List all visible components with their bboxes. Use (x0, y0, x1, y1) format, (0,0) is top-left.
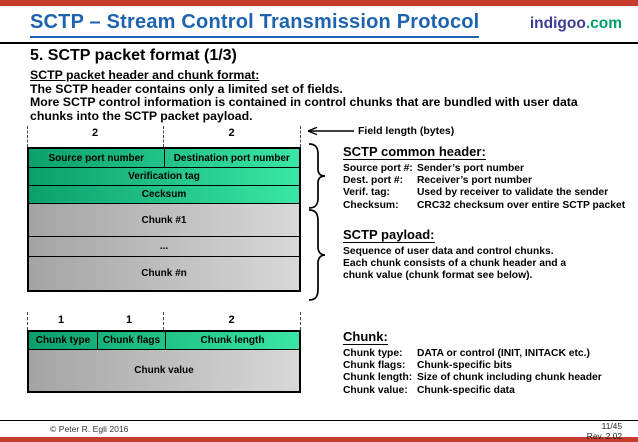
curly-brace-icon (308, 143, 326, 209)
info-label: Chunk value: (343, 384, 408, 396)
info-row: Dest. port #: Receiver’s port number (343, 175, 625, 187)
info-desc: DATA or control (INIT, INITACK etc.) (417, 348, 590, 359)
cell-source-port: Source port number (48, 152, 145, 164)
cell-chunk-1: Chunk #1 (141, 214, 187, 226)
dashed-guide (163, 126, 164, 147)
byte-length-label: 2 (228, 127, 235, 139)
top-red-bar (0, 0, 638, 6)
intro-text: SCTP packet header and chunk format: The… (30, 68, 578, 123)
byte-length-label: 1 (125, 314, 133, 326)
info-row: Chunk length: Size of chunk including ch… (343, 372, 602, 384)
payload-title: SCTP payload: (343, 227, 435, 243)
common-header-info: SCTP common header: Source port #: Sende… (343, 143, 625, 212)
info-row: Source port #: Sender’s port number (343, 163, 625, 175)
common-header-title: SCTP common header: (343, 144, 486, 160)
intro-line: chunks into the SCTP packet payload. (30, 108, 253, 123)
info-desc: Size of chunk including chunk header (417, 372, 602, 384)
info-desc: CRC32 checksum over entire SCTP packet (417, 199, 626, 211)
info-label: Verif. tag: (343, 187, 390, 199)
footer-copyright: © Peter R. Egli 2016 (50, 424, 129, 434)
intro-line: More SCTP control information is contain… (30, 95, 578, 109)
cell-chunk-dots: ... (159, 241, 169, 252)
packet-format-diagram: Source port number Destination port numb… (27, 147, 301, 292)
info-row: Checksum: CRC32 checksum over entire SCT… (343, 200, 625, 212)
info-row: Chunk type: DATA or control (INIT, INITA… (343, 348, 602, 360)
dashed-guide (27, 312, 28, 330)
info-desc: Chunk-specific bits (417, 360, 512, 372)
info-row: Chunk value: Chunk-specific data (343, 385, 602, 397)
revision-label: Rev. 2.02 (586, 430, 622, 441)
cell-chunk-type: Chunk type (35, 335, 91, 346)
chunk-info: Chunk: Chunk type: DATA or control (INIT… (343, 328, 602, 397)
info-label: Chunk length: (343, 372, 413, 384)
info-line: chunk value (chunk format see below). (343, 270, 533, 282)
intro-title: SCTP packet header and chunk format: (30, 68, 260, 82)
info-desc: Chunk-specific data (417, 384, 515, 396)
cell-checksum: Cecksum (141, 189, 187, 200)
header-divider (0, 42, 638, 44)
cell-chunk-flags: Chunk flags (97, 332, 165, 349)
curly-brace-icon (308, 209, 326, 301)
cell-destination-port: Destination port number (163, 149, 300, 167)
byte-length-label: 2 (91, 127, 99, 139)
section-heading: 5. SCTP packet format (1/3) (30, 47, 237, 64)
dashed-guide (300, 126, 301, 147)
info-row: Chunk flags: Chunk-specific bits (343, 360, 602, 372)
cell-verification-tag: Verification tag (128, 171, 200, 182)
cell-chunk-n: Chunk #n (141, 268, 187, 279)
info-label: Dest. port #: (343, 175, 404, 187)
dashed-guide (27, 126, 28, 147)
info-label: Chunk type: (343, 348, 403, 359)
chunk-info-title: Chunk: (343, 329, 388, 345)
cell-chunk-length: Chunk length (165, 332, 299, 349)
info-desc: Used by receiver to validate the sender (417, 187, 609, 199)
brand-tld: .com (585, 15, 622, 32)
chunk-format-diagram: Chunk type Chunk flags Chunk length Chun… (27, 330, 301, 393)
slide-title: SCTP – Stream Control Transmission Proto… (30, 11, 480, 38)
dashed-guide (300, 312, 301, 330)
info-desc: Sender’s port number (417, 163, 524, 174)
intro-line: The SCTP header contains only a limited … (30, 81, 343, 96)
byte-length-label: 2 (228, 314, 235, 326)
info-line: Sequence of user data and control chunks… (343, 246, 554, 257)
field-length-note: Field length (bytes) (358, 125, 455, 137)
info-row: Verif. tag: Used by receiver to validate… (343, 187, 625, 199)
info-label: Source port #: (343, 163, 413, 174)
dashed-guide (163, 312, 164, 330)
byte-length-label: 1 (57, 314, 65, 326)
page-number: 11/45 (601, 421, 622, 431)
left-arrow-icon (307, 126, 354, 136)
info-line: Each chunk consists of a chunk header an… (343, 258, 567, 270)
brand-name: indigoo (529, 15, 586, 32)
info-desc: Receiver’s port number (417, 175, 533, 187)
payload-info: SCTP payload: Sequence of user data and … (343, 226, 566, 283)
footer-pageinfo: 11/45 Rev. 2.02 (586, 421, 622, 442)
brand-logo: indigoo.com (530, 15, 622, 33)
cell-chunk-value: Chunk value (134, 365, 194, 376)
info-label: Chunk flags: (343, 360, 406, 372)
info-label: Checksum: (343, 199, 399, 211)
footer-divider (0, 420, 638, 421)
bottom-red-bar (0, 437, 638, 442)
